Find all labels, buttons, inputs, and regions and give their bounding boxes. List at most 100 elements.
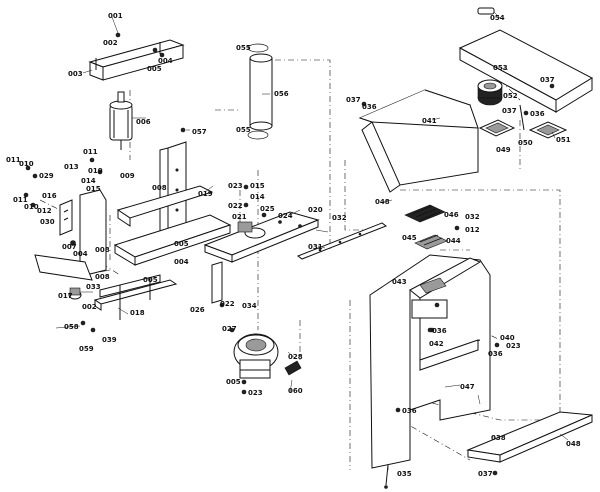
callout-043: 043	[392, 278, 407, 286]
callout-023a: 023	[228, 182, 243, 190]
callout-026: 026	[190, 306, 205, 314]
part-047-cabinet	[369, 254, 491, 469]
callout-036d: 036	[488, 350, 503, 358]
callout-011b: 011	[83, 148, 98, 156]
part-008-frame-upright	[116, 141, 214, 249]
callout-011c: 011	[13, 196, 28, 204]
callout-053: 053	[493, 64, 508, 72]
callout-052: 052	[503, 92, 518, 100]
callout-054: 054	[490, 14, 505, 22]
callout-012a: 012	[37, 207, 52, 215]
callout-001: 001	[108, 12, 123, 20]
callout-045: 045	[402, 234, 417, 242]
callout-032b: 032	[465, 213, 480, 221]
callout-004c: 004	[174, 258, 189, 266]
part-053-lid	[458, 7, 594, 113]
callout-011a: 011	[6, 156, 21, 164]
part-018-rail	[68, 274, 178, 320]
callout-023b: 023	[248, 389, 263, 397]
callout-049: 049	[496, 146, 511, 154]
callout-036c: 036	[432, 327, 447, 335]
callout-055a: 055	[236, 44, 251, 52]
callout-057: 057	[192, 128, 207, 136]
callout-044: 044	[446, 237, 461, 245]
callout-015b: 015	[250, 182, 265, 190]
part-019-base-plate	[113, 214, 232, 266]
callout-022b: 022	[220, 300, 235, 308]
part-028-pump	[233, 333, 302, 379]
callout-056: 056	[274, 90, 289, 98]
part-020-mount-plate	[203, 211, 320, 304]
callout-008b: 008	[95, 246, 110, 254]
callout-005: 005	[147, 65, 162, 73]
callout-032a: 032	[332, 214, 347, 222]
callout-013: 013	[64, 163, 79, 171]
callout-037a: 037	[346, 96, 361, 104]
callout-028: 028	[288, 353, 303, 361]
part-031-long-rail	[296, 222, 388, 260]
callout-008a: 008	[152, 184, 167, 192]
leader-lines	[55, 11, 569, 441]
callout-033: 033	[86, 283, 101, 291]
callout-005d: 005	[226, 378, 241, 386]
callout-004b: 004	[73, 250, 88, 258]
hardware-screws	[23, 32, 555, 489]
part-003-top-bracket	[88, 39, 185, 81]
callout-004: 004	[158, 57, 173, 65]
part-030-side-plate	[34, 189, 107, 281]
callout-023c: 023	[506, 342, 521, 350]
callout-021: 021	[232, 213, 247, 221]
callout-010a: 010	[19, 160, 34, 168]
callout-027: 027	[222, 325, 237, 333]
callout-025: 025	[260, 205, 275, 213]
callout-007: 007	[62, 243, 77, 251]
callout-048a: 048	[375, 198, 390, 206]
callout-036b: 036	[530, 110, 545, 118]
callout-016: 016	[42, 192, 57, 200]
callout-022a: 022	[228, 202, 243, 210]
callout-031: 031	[308, 243, 323, 251]
callout-060: 060	[288, 387, 303, 395]
callout-040: 040	[500, 334, 515, 342]
callout-037d: 037	[478, 470, 493, 478]
callout-058: 058	[64, 323, 79, 331]
callout-037b: 037	[540, 76, 555, 84]
callout-014a: 014	[81, 177, 96, 185]
callout-050: 050	[518, 139, 533, 147]
callout-009: 009	[120, 172, 135, 180]
callout-008c: 008	[95, 273, 110, 281]
callout-041: 041	[422, 117, 437, 125]
callout-005b: 005	[174, 240, 189, 248]
callout-018: 018	[130, 309, 145, 317]
callout-005c: 005	[143, 276, 158, 284]
callout-024: 024	[278, 212, 293, 220]
callout-039: 039	[102, 336, 117, 344]
callout-020: 020	[308, 206, 323, 214]
callout-051: 051	[556, 136, 571, 144]
callout-034: 034	[242, 302, 257, 310]
part-052-reel	[477, 79, 568, 139]
callout-030: 030	[40, 218, 55, 226]
callout-036e: 036	[402, 407, 417, 415]
callout-037c: 037	[502, 107, 517, 115]
callout-048b: 048	[566, 440, 581, 448]
callout-006: 006	[136, 118, 151, 126]
callout-059: 059	[79, 345, 94, 353]
callout-038: 038	[491, 434, 506, 442]
callout-055b: 055	[236, 126, 251, 134]
callout-035: 035	[397, 470, 412, 478]
callout-015a: 015	[86, 185, 101, 193]
callout-029: 029	[39, 172, 54, 180]
callout-047: 047	[460, 383, 475, 391]
part-006-motor	[109, 91, 133, 150]
callout-002b: 002	[82, 303, 97, 311]
callout-010b: 010	[88, 167, 103, 175]
callout-036a: 036	[362, 103, 377, 111]
callout-019: 019	[198, 190, 213, 198]
callout-010c: 010	[24, 203, 39, 211]
part-056-tube	[247, 43, 273, 140]
part-044-filter	[404, 204, 448, 250]
callout-012b: 012	[465, 226, 480, 234]
